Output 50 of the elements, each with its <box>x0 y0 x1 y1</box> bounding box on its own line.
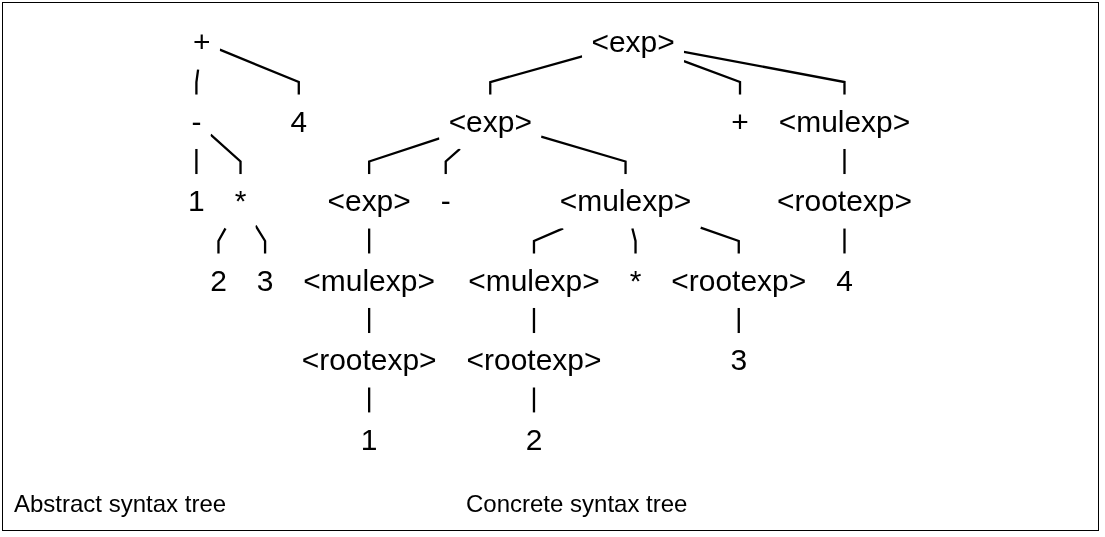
node-text: 1 <box>360 421 378 457</box>
connector <box>209 133 242 175</box>
connector <box>683 60 742 95</box>
connector <box>683 50 846 95</box>
node-text: <rootexp> <box>466 342 602 377</box>
tree-caption: Abstract syntax tree <box>14 490 227 518</box>
connector <box>843 228 846 254</box>
connector <box>254 225 267 254</box>
node-text: <mulexp> <box>559 183 692 218</box>
node-text: <exp> <box>448 103 532 139</box>
connector <box>368 228 371 254</box>
node-text: <rootexp> <box>301 342 437 377</box>
connector <box>368 307 371 334</box>
tree-caption: Concrete syntax tree <box>466 490 688 518</box>
connector <box>444 148 461 175</box>
node-text: 2 <box>210 262 227 298</box>
connector <box>532 227 564 254</box>
node-text: * <box>234 183 247 218</box>
connector <box>737 307 740 334</box>
connector <box>219 48 300 95</box>
node-text: 4 <box>290 103 308 139</box>
connector <box>195 69 200 95</box>
node-text: <mulexp> <box>778 103 911 139</box>
node-text: * <box>629 262 642 298</box>
node-text: 3 <box>730 342 748 377</box>
connector <box>843 148 846 175</box>
node-text: <exp> <box>327 183 411 218</box>
connector <box>217 227 227 254</box>
connector <box>368 387 371 413</box>
node-text: 3 <box>256 262 274 298</box>
connector <box>631 228 637 254</box>
connector <box>195 148 198 175</box>
node-text: <mulexp> <box>303 262 435 298</box>
node-text: 2 <box>525 421 543 457</box>
node-text: - <box>440 183 451 218</box>
node-text: <rootexp> <box>671 262 807 298</box>
node-text: <rootexp> <box>777 183 912 218</box>
node-text: <mulexp> <box>468 262 600 298</box>
node-text: <exp> <box>591 24 675 59</box>
connector <box>368 137 440 175</box>
node-text: + <box>193 24 211 59</box>
connector <box>489 55 583 95</box>
node-text: 1 <box>188 183 205 218</box>
node-text: - <box>191 103 202 139</box>
connector <box>700 226 740 254</box>
connector <box>532 307 536 334</box>
node-text: + <box>731 103 749 139</box>
connector <box>540 135 627 175</box>
node-text: 4 <box>836 262 853 298</box>
connector <box>532 387 536 413</box>
